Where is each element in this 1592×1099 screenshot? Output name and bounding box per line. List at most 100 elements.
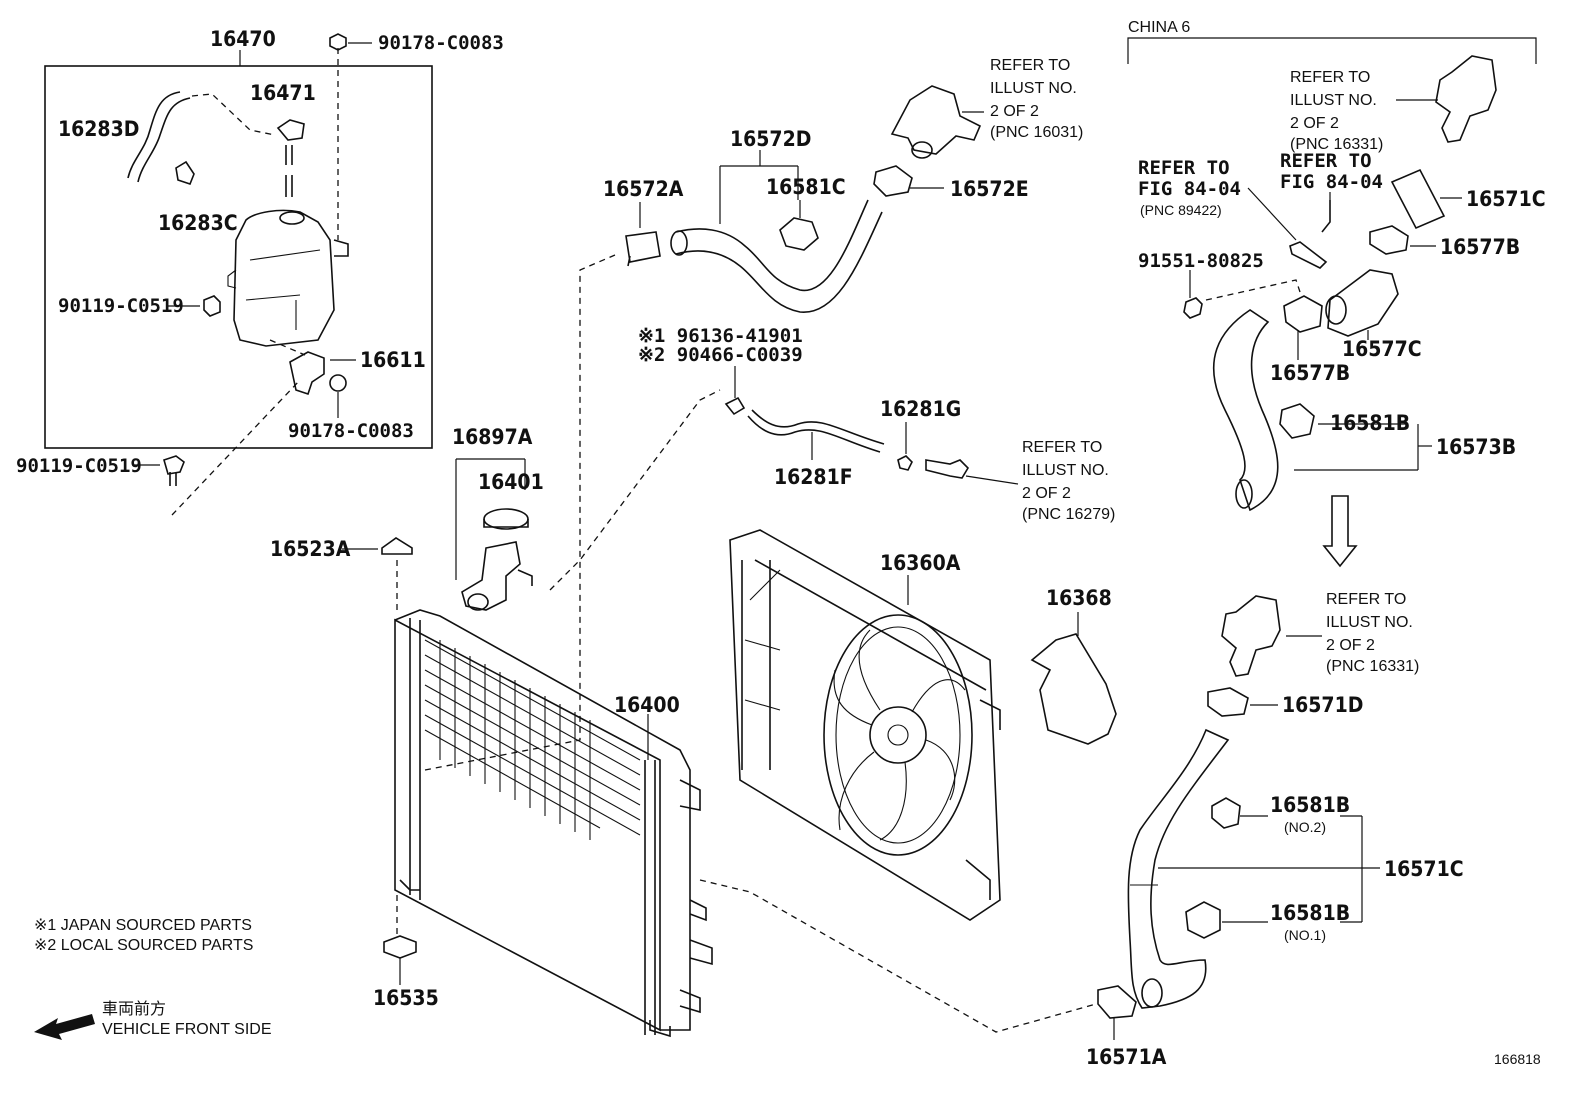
refer-block-fig-a: REFER TO FIG 84-04 (PNC 89422)	[1138, 157, 1241, 218]
label-16283d: 16283D	[58, 117, 139, 141]
svg-text:FIG 84-04: FIG 84-04	[1138, 178, 1241, 200]
svg-text:ILLUST NO.: ILLUST NO.	[1326, 614, 1413, 631]
svg-text:2 OF 2: 2 OF 2	[1022, 485, 1071, 502]
refer-block-16279: REFER TO ILLUST NO. 2 OF 2 (PNC 16279)	[1022, 439, 1115, 523]
reservoir-group-box	[44, 50, 433, 449]
water-outlet-16331-top	[1396, 55, 1497, 143]
bracket-16611	[289, 351, 356, 396]
clamp-16571d	[1207, 687, 1278, 717]
water-outlet-16331-bottom	[1221, 595, 1322, 677]
lower-mount-16535	[383, 895, 417, 985]
china-6-label: CHINA 6	[1128, 19, 1190, 36]
label-16360a: 16360A	[880, 551, 961, 575]
clamp-16581b-no1	[1185, 901, 1362, 939]
shield-16368	[1030, 612, 1117, 745]
clamp-16577b-top	[1369, 225, 1436, 255]
overflow-hose-16283d	[127, 91, 191, 183]
svg-text:ILLUST NO.: ILLUST NO.	[1290, 92, 1377, 109]
diagram-number: 166818	[1494, 1051, 1541, 1067]
svg-text:(PNC 16031): (PNC 16031)	[990, 124, 1083, 141]
nut-90178-top	[329, 33, 347, 51]
clamp-16572a	[625, 202, 661, 267]
upper-hose-16572d	[670, 150, 883, 313]
label-no2: (NO.2)	[1284, 819, 1326, 835]
label-16281g: 16281G	[880, 397, 961, 421]
bypass-fitting-16279	[925, 459, 1019, 485]
svg-text:(PNC 16279): (PNC 16279)	[1022, 506, 1115, 523]
clamp-16581b-no2	[1211, 797, 1362, 829]
label-16573b: 16573B	[1436, 435, 1516, 459]
clamp-16572e	[873, 165, 944, 197]
svg-text:ILLUST NO.: ILLUST NO.	[1022, 462, 1109, 479]
bypass-hose-16281f	[724, 366, 885, 460]
label-16571d: 16571D	[1282, 693, 1363, 717]
label-16400: 16400	[614, 693, 680, 717]
svg-text:(PNC 16331): (PNC 16331)	[1326, 658, 1419, 675]
label-90178-top: 90178-C0083	[378, 32, 504, 54]
label-16523a: 16523A	[270, 537, 351, 561]
svg-text:REFER TO: REFER TO	[1280, 150, 1372, 172]
svg-text:(PNC 16331): (PNC 16331)	[1290, 136, 1383, 153]
connector-16577c	[1325, 269, 1399, 340]
clip-16283c	[175, 160, 195, 185]
label-16571c-top: 16571C	[1466, 187, 1546, 211]
bolt-90119-outer	[132, 455, 185, 486]
refer-block-16331-top: REFER TO ILLUST NO. 2 OF 2 (PNC 16331)	[1290, 69, 1383, 153]
label-16471: 16471	[250, 81, 316, 105]
clip-16281g	[897, 422, 913, 471]
label-90119-inner: 90119-C0519	[58, 295, 184, 317]
sensor-89422	[1247, 187, 1331, 269]
svg-text:2 OF 2: 2 OF 2	[1290, 115, 1339, 132]
outlet-fitting-16031	[890, 85, 984, 159]
label-90119-outer: 90119-C0519	[16, 455, 142, 477]
label-16535: 16535	[373, 986, 439, 1010]
label-16572d: 16572D	[730, 127, 811, 151]
upper-mount-16523a	[342, 537, 413, 610]
refer-block-16031: REFER TO ILLUST NO. 2 OF 2 (PNC 16031)	[990, 57, 1083, 141]
label-16572a: 16572A	[603, 177, 684, 201]
radiator-cap-16401	[483, 508, 529, 530]
label-16577c: 16577C	[1342, 337, 1422, 361]
label-16571c-bottom: 16571C	[1384, 857, 1464, 881]
label-16368: 16368	[1046, 586, 1112, 610]
clamp-16471	[276, 119, 305, 197]
lower-hose-16571c	[1127, 728, 1363, 1009]
label-16581b-top: 16581B	[1330, 411, 1410, 435]
label-16577b-bottom: 16577B	[1270, 361, 1350, 385]
label-16897a: 16897A	[452, 425, 533, 449]
filler-neck-16897a	[455, 458, 533, 611]
svg-text:REFER TO: REFER TO	[1290, 69, 1370, 86]
svg-text:REFER TO: REFER TO	[1022, 439, 1102, 456]
legend-front-en: VEHICLE FRONT SIDE	[102, 1021, 272, 1038]
label-16571a: 16571A	[1086, 1045, 1167, 1069]
label-16577b-top: 16577B	[1440, 235, 1520, 259]
nut-90178-bottom	[329, 374, 347, 418]
hose-16571c-top	[1390, 168, 1462, 230]
svg-text:2 OF 2: 2 OF 2	[1326, 637, 1375, 654]
label-16581b-no1: 16581B	[1270, 901, 1350, 925]
down-arrow	[1322, 495, 1358, 568]
clamp-16571a	[1097, 985, 1137, 1040]
vehicle-front-arrow	[34, 1014, 95, 1040]
label-16581c: 16581C	[766, 175, 846, 199]
label-16401: 16401	[478, 470, 544, 494]
label-90466: ※2 90466-C0039	[638, 344, 803, 366]
reservoir-tank	[227, 209, 349, 347]
legend-front-jp: 車両前方	[102, 1000, 166, 1018]
fan-shroud-16360a	[729, 529, 1001, 921]
label-16581b-no2: 16581B	[1270, 793, 1350, 817]
label-90178-bottom: 90178-C0083	[288, 420, 414, 442]
bolt-91551	[1183, 270, 1203, 319]
hose-16573b	[1212, 309, 1432, 512]
svg-text:REFER TO: REFER TO	[1138, 157, 1230, 179]
china-bracket	[1127, 37, 1537, 64]
label-16281f: 16281F	[774, 465, 853, 489]
label-16572e: 16572E	[950, 177, 1029, 201]
svg-text:REFER TO: REFER TO	[1326, 591, 1406, 608]
svg-text:2 OF 2: 2 OF 2	[990, 103, 1039, 120]
label-no1: (NO.1)	[1284, 927, 1326, 943]
refer-block-16331-bottom: REFER TO ILLUST NO. 2 OF 2 (PNC 16331)	[1326, 591, 1419, 675]
svg-text:REFER TO: REFER TO	[990, 57, 1070, 74]
